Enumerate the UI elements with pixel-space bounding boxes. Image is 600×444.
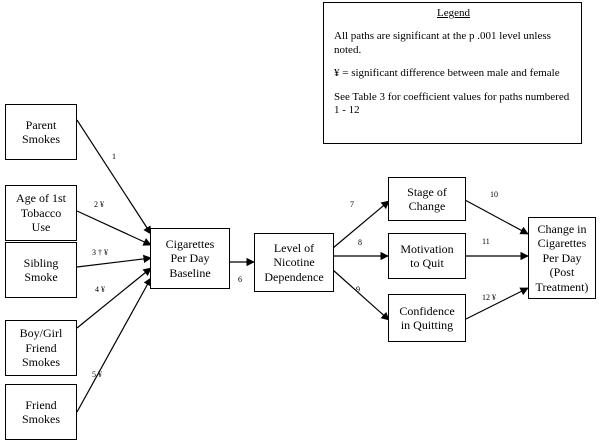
node-friend-smokes: Friend Smokes (5, 384, 77, 440)
legend-line-significance: All paths are significant at the p .001 … (334, 30, 551, 56)
arrow-5 (76, 277, 152, 413)
path-label-4: 4 ¥ (95, 285, 105, 294)
node-stage-of-change: Stage of Change (388, 177, 466, 221)
node-age-first-tobacco-use: Age of 1st Tobacco Use (5, 185, 77, 241)
node-boy-girl-friend-smokes: Boy/Girl Friend Smokes (5, 320, 77, 376)
node-sibling-smoke: Sibling Smoke (5, 242, 77, 298)
node-parent-smokes: Parent Smokes (5, 104, 77, 160)
node-change-in-cigarettes-per-day: Change in Cigarettes Per Day (Post Treat… (528, 217, 596, 299)
path-label-9: 9 (356, 285, 360, 294)
path-label-3: 3 † ¥ (92, 248, 108, 257)
path-label-1: 1 (112, 152, 116, 161)
arrow-7 (332, 200, 390, 249)
path-label-7: 7 (350, 200, 354, 209)
path-label-2: 2 ¥ (94, 200, 104, 209)
legend-line-table: See Table 3 for coefficient values for p… (334, 90, 570, 117)
node-motivation-to-quit: Motivation to Quit (388, 233, 466, 279)
node-confidence-in-quitting: Confidence in Quitting (388, 294, 466, 342)
path-label-6: 6 (238, 275, 242, 284)
path-label-10: 10 (490, 190, 498, 199)
arrow-1 (76, 119, 152, 235)
arrow-9 (332, 269, 390, 321)
node-cigarettes-per-day-baseline: Cigarettes Per Day Baseline (150, 228, 230, 289)
legend-line-yen: ¥ = significant difference between male … (334, 67, 560, 80)
path-label-5: 5 ¥ (92, 370, 102, 379)
arrow-3 (76, 254, 152, 268)
path-label-11: 11 (482, 237, 490, 246)
path-label-8: 8 (358, 238, 362, 247)
arrow-10 (464, 199, 529, 235)
legend-title: Legend (437, 7, 470, 19)
path-label-12: 12 ¥ (482, 293, 496, 302)
arrow-4 (76, 267, 152, 329)
node-level-of-nicotine-dependence: Level of Nicotine Dependence (254, 233, 334, 292)
arrow-2 (76, 210, 152, 246)
arrow-12 (465, 287, 529, 320)
legend-box: Legend All paths are significant at the … (323, 2, 582, 144)
